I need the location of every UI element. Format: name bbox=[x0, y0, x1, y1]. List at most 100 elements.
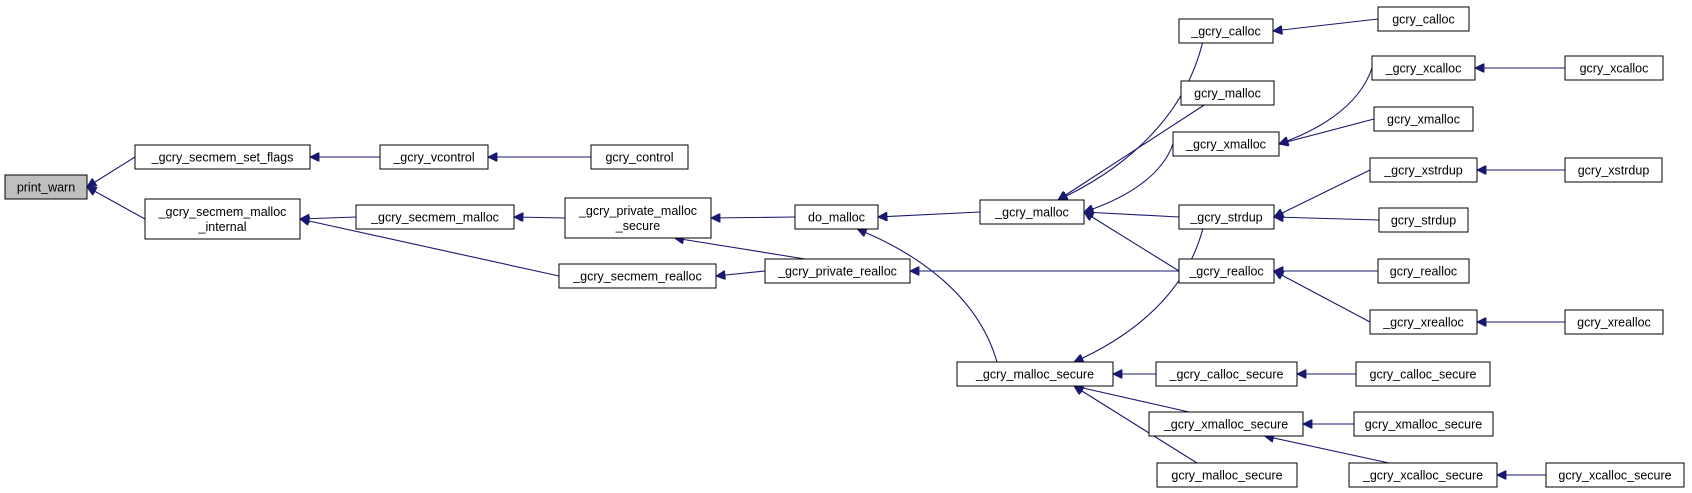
node-secmem_realloc[interactable]: _gcry_secmem_realloc bbox=[558, 263, 717, 289]
node-label: _gcry_xmalloc bbox=[1185, 138, 1266, 152]
node-gcry_calloc_secure[interactable]: gcry_calloc_secure bbox=[1355, 361, 1491, 387]
node-box bbox=[558, 263, 717, 289]
node-label: _gcry_realloc bbox=[1188, 265, 1263, 279]
node-box bbox=[956, 361, 1114, 387]
edge-gcry_malloc_pub-to-gcry_malloc bbox=[1058, 104, 1205, 200]
node-gcry_xcalloc[interactable]: gcry_xcalloc bbox=[1564, 55, 1664, 81]
node-xcalloc_secure[interactable]: _gcry_xcalloc_secure bbox=[1348, 462, 1498, 488]
edge-malloc_secure-to-do_malloc bbox=[857, 229, 998, 363]
node-gcry_malloc_secure_pub[interactable]: gcry_malloc_secure bbox=[1156, 462, 1298, 488]
edge-secmem_malloc_internal-to-print_warn bbox=[87, 187, 146, 220]
node-label: gcry_malloc bbox=[1194, 87, 1261, 101]
edge-private_malloc_secure-to-secmem_malloc bbox=[514, 217, 566, 218]
edge-gcry_calloc-to-_gcry_calloc bbox=[1273, 18, 1379, 31]
node-_gcry_xcalloc[interactable]: _gcry_xcalloc bbox=[1371, 55, 1476, 81]
node-gcry_strdup[interactable]: gcry_strdup bbox=[1378, 207, 1469, 233]
node-label: _gcry_xcalloc_secure bbox=[1362, 469, 1483, 483]
node-gcry_xrealloc[interactable]: gcry_xrealloc bbox=[1564, 309, 1664, 335]
node-calloc_secure[interactable]: _gcry_calloc_secure bbox=[1155, 361, 1298, 387]
node-do_malloc[interactable]: do_malloc bbox=[794, 204, 879, 230]
node-box bbox=[1373, 106, 1474, 132]
node-label: _internal bbox=[198, 220, 247, 234]
node-_gcry_calloc[interactable]: _gcry_calloc bbox=[1178, 18, 1274, 44]
edge-gcry_malloc-to-do_malloc bbox=[878, 211, 981, 217]
node-gcry_xmalloc_secure[interactable]: gcry_xmalloc_secure bbox=[1353, 411, 1494, 437]
node-box bbox=[1348, 462, 1498, 488]
edge-_gcry_strdup-to-gcry_malloc bbox=[1084, 212, 1180, 218]
nodes: print_warn _gcry_secmem_set_flags _gcry_se… bbox=[4, 6, 1685, 488]
node-gcry_xstrdup[interactable]: gcry_xstrdup bbox=[1564, 157, 1663, 183]
node-box bbox=[1378, 207, 1469, 233]
node-box bbox=[134, 144, 311, 170]
edges bbox=[87, 18, 1565, 475]
edge-_gcry_calloc-to-gcry_malloc bbox=[1058, 42, 1204, 200]
edge-_gcry_realloc-to-gcry_malloc bbox=[1084, 212, 1180, 272]
node-box bbox=[1178, 204, 1275, 230]
node-private_malloc_secure[interactable]: _gcry_private_malloc_secure bbox=[564, 197, 712, 239]
node-private_realloc[interactable]: _gcry_private_realloc bbox=[764, 258, 911, 284]
edge-secmem_malloc-to-secmem_malloc_internal bbox=[300, 217, 357, 219]
node-box bbox=[1180, 80, 1275, 106]
node-label: gcry_calloc_secure bbox=[1370, 368, 1477, 382]
node-box bbox=[1178, 18, 1274, 44]
node-box bbox=[1355, 361, 1491, 387]
edge-_gcry_xcalloc-to-_gcry_xmalloc bbox=[1279, 67, 1373, 144]
node-label: _gcry_xcalloc bbox=[1385, 62, 1462, 76]
node-vcontrol[interactable]: _gcry_vcontrol bbox=[379, 144, 489, 170]
node-gcry_xmalloc[interactable]: gcry_xmalloc bbox=[1373, 106, 1474, 132]
edge-_gcry_strdup-to-malloc_secure bbox=[1074, 228, 1204, 362]
node-label: _gcry_private_malloc bbox=[578, 204, 697, 218]
edge-_gcry_xstrdup-to-_gcry_strdup bbox=[1274, 169, 1371, 217]
node-label: _gcry_xmalloc_secure bbox=[1163, 418, 1288, 432]
node-box bbox=[144, 198, 301, 240]
node-malloc_secure[interactable]: _gcry_malloc_secure bbox=[956, 361, 1114, 387]
node-box bbox=[1155, 361, 1298, 387]
edge-private_realloc-to-private_malloc_secure bbox=[675, 238, 806, 260]
node-_gcry_strdup[interactable]: _gcry_strdup bbox=[1178, 204, 1275, 230]
node-label: gcry_realloc bbox=[1390, 265, 1457, 279]
node-gcry_calloc[interactable]: gcry_calloc bbox=[1377, 6, 1470, 32]
node-gcry_control[interactable]: gcry_control bbox=[590, 144, 689, 170]
node-gcry_malloc[interactable]: _gcry_malloc bbox=[979, 199, 1085, 225]
node-box bbox=[1371, 55, 1476, 81]
node-xmalloc_secure[interactable]: _gcry_xmalloc_secure bbox=[1148, 411, 1304, 437]
node-print_warn[interactable]: print_warn bbox=[4, 174, 88, 200]
node-label: _gcry_calloc bbox=[1190, 25, 1260, 39]
node-label: gcry_xmalloc bbox=[1387, 113, 1460, 127]
node-label: gcry_xcalloc_secure bbox=[1558, 469, 1671, 483]
node-box bbox=[1178, 258, 1275, 284]
node-secmem_malloc[interactable]: _gcry_secmem_malloc bbox=[355, 204, 515, 230]
edge-gcry_xmalloc-to-_gcry_xmalloc bbox=[1279, 118, 1375, 144]
node-label: _gcry_xstrdup bbox=[1383, 164, 1463, 178]
node-box bbox=[1545, 462, 1685, 488]
edge-do_malloc-to-private_malloc_secure bbox=[711, 217, 796, 218]
node-label: gcry_strdup bbox=[1391, 214, 1456, 228]
node-_gcry_xrealloc[interactable]: _gcry_xrealloc bbox=[1369, 309, 1478, 335]
node-box bbox=[1377, 6, 1470, 32]
node-label: gcry_control bbox=[605, 151, 673, 165]
node-box bbox=[1564, 157, 1663, 183]
node-_gcry_xmalloc[interactable]: _gcry_xmalloc bbox=[1172, 131, 1280, 157]
node-_gcry_xstrdup[interactable]: _gcry_xstrdup bbox=[1369, 157, 1478, 183]
node-gcry_realloc[interactable]: gcry_realloc bbox=[1377, 258, 1470, 284]
node-box bbox=[4, 174, 88, 200]
edge-secmem_realloc-to-secmem_malloc_internal bbox=[300, 219, 560, 277]
edge-_gcry_xmalloc-to-gcry_malloc bbox=[1084, 143, 1174, 212]
node-secmem_set_flags[interactable]: _gcry_secmem_set_flags bbox=[134, 144, 311, 170]
node-box bbox=[564, 197, 712, 239]
node-label: gcry_xcalloc bbox=[1580, 62, 1649, 76]
node-box bbox=[1564, 309, 1664, 335]
node-secmem_malloc_internal[interactable]: _gcry_secmem_malloc_internal bbox=[144, 198, 301, 240]
node-label: _gcry_secmem_malloc bbox=[370, 211, 499, 225]
node-box bbox=[1148, 411, 1304, 437]
node-box bbox=[1564, 55, 1664, 81]
edge-xmalloc_secure-to-malloc_secure bbox=[1074, 386, 1190, 413]
node-box bbox=[379, 144, 489, 170]
node-gcry_malloc_pub[interactable]: gcry_malloc bbox=[1180, 80, 1275, 106]
node-_gcry_realloc[interactable]: _gcry_realloc bbox=[1178, 258, 1275, 284]
node-box bbox=[1353, 411, 1494, 437]
node-gcry_xcalloc_secure[interactable]: gcry_xcalloc_secure bbox=[1545, 462, 1685, 488]
node-label: _gcry_secmem_set_flags bbox=[151, 151, 294, 165]
node-box bbox=[355, 204, 515, 230]
